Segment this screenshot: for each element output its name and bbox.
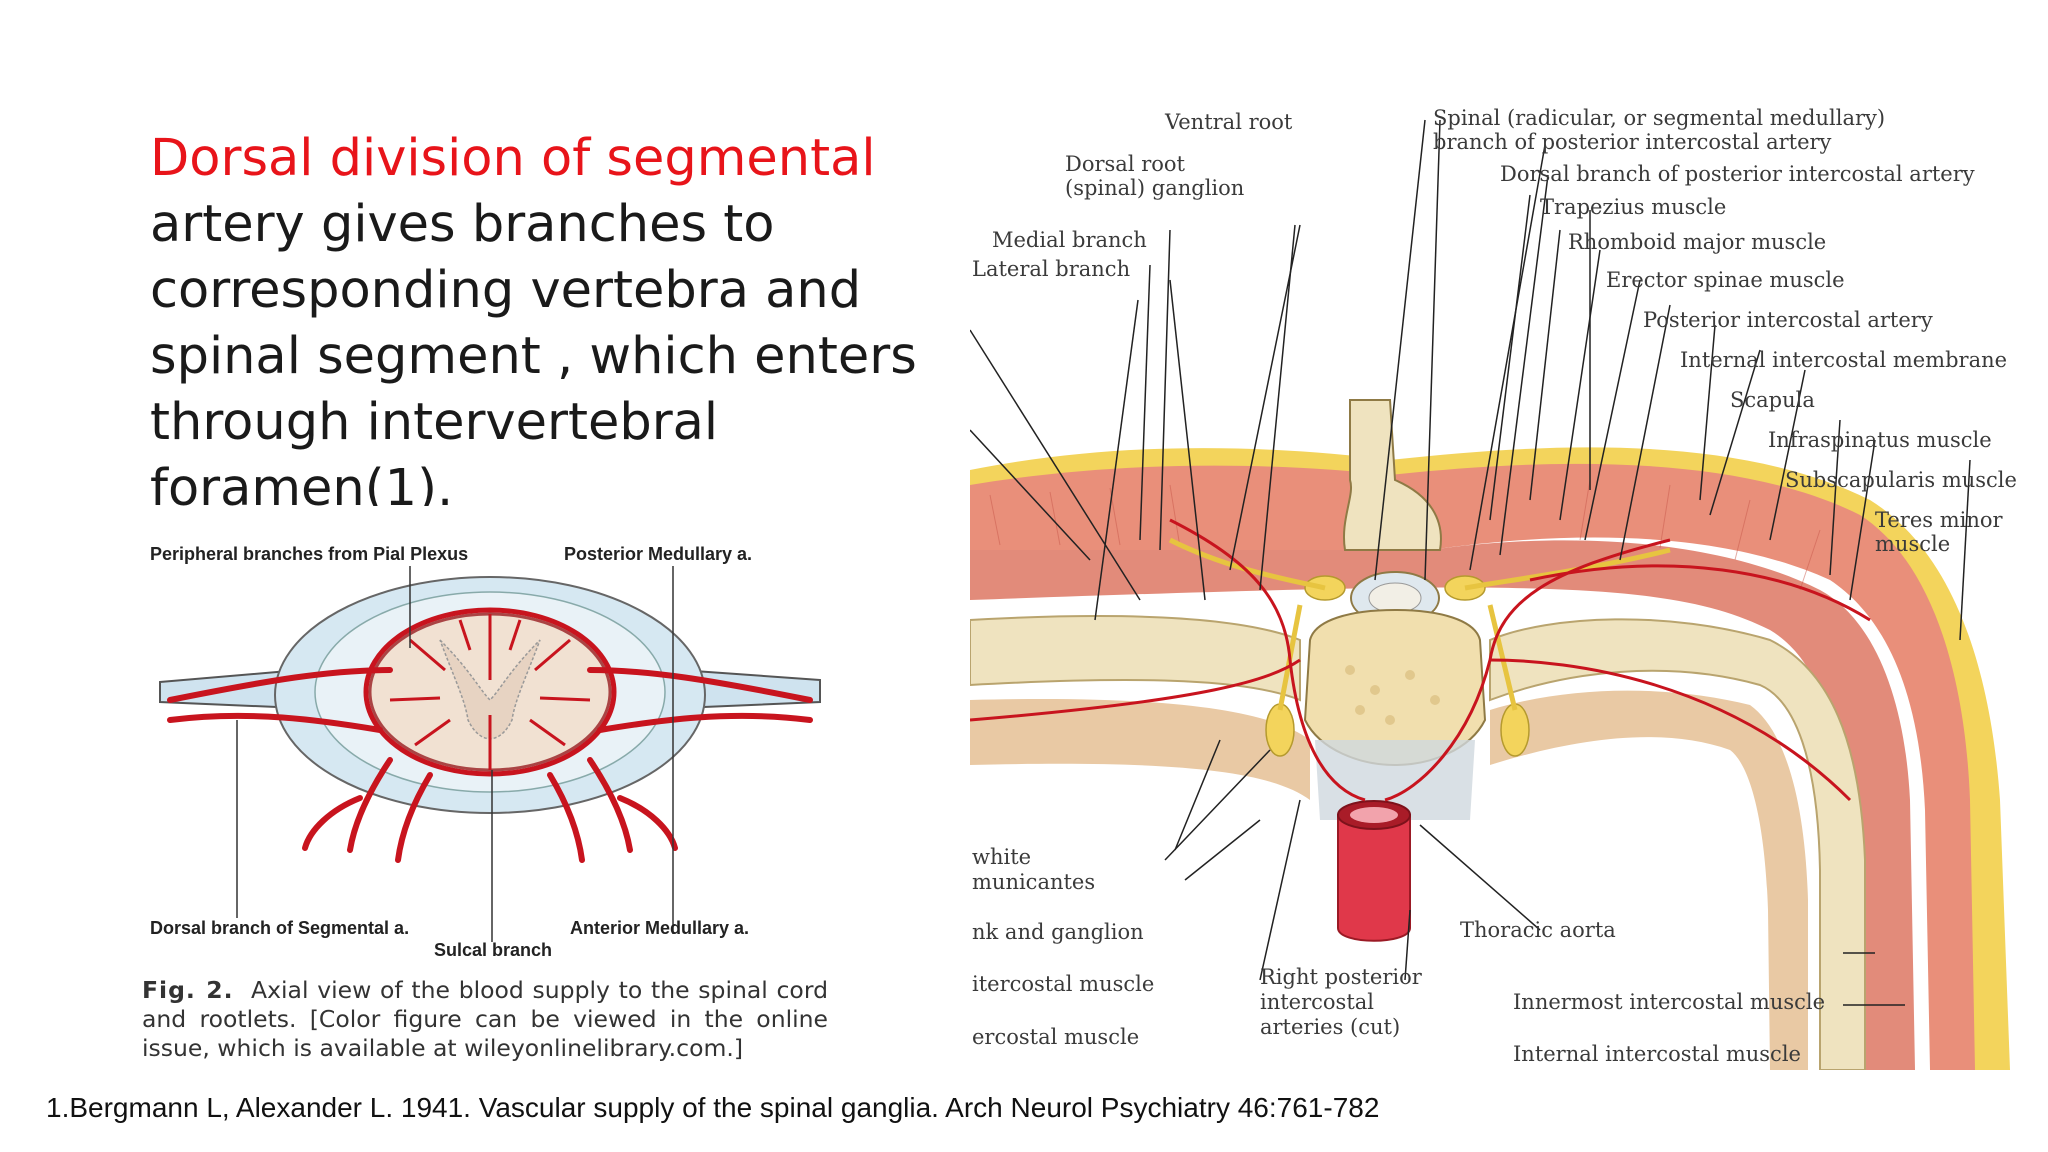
label-spinal-branch-2: branch of posterior intercostal artery	[1433, 130, 1832, 154]
label-rhomboid: Rhomboid major muscle	[1568, 230, 1827, 254]
label-internal-intercostal-membrane: Internal intercostal membrane	[1680, 348, 2008, 372]
figure-caption: Fig. 2. Axial view of the blood supply t…	[142, 976, 828, 1063]
axial-blood-supply-figure: Peripheral branches from Pial Plexus Pos…	[140, 530, 840, 980]
spinal-cord-diagram	[159, 566, 821, 942]
label-sulcal-branch: Sulcal branch	[434, 940, 553, 960]
label-white-rami: white	[972, 845, 1032, 869]
label-peripheral-branches: Peripheral branches from Pial Plexus	[150, 544, 469, 564]
label-medial-branch: Medial branch	[992, 228, 1147, 252]
label-infraspinatus: Infraspinatus muscle	[1768, 428, 1992, 452]
bullet-text: • Dorsal division of segmental artery gi…	[150, 126, 940, 506]
label-innermost-intercostal: Innermost intercostal muscle	[1513, 990, 1826, 1014]
bullet-line: foramen(1).	[150, 459, 454, 506]
label-lateral-branch: Lateral branch	[972, 257, 1131, 281]
label-dorsal-root-ganglion: (spinal) ganglion	[1065, 176, 1245, 200]
label-intercostal-muscle: itercostal muscle	[972, 972, 1155, 996]
bullet-line: spinal segment , which enters	[150, 327, 917, 386]
label-thoracic-aorta: Thoracic aorta	[1460, 918, 1616, 942]
label-intercostal-muscle-2: ercostal muscle	[972, 1025, 1140, 1049]
label-trapezius: Trapezius muscle	[1540, 195, 1727, 219]
bullet-highlight: Dorsal division of segmental	[150, 129, 876, 188]
cross-section-illustration	[970, 119, 2010, 1070]
label-right-posterior: Right posterior	[1260, 965, 1422, 989]
bullet-line: through intervertebral	[150, 393, 719, 452]
label-posterior-intercostal-artery: Posterior intercostal artery	[1643, 308, 1933, 332]
label-dorsal-root: Dorsal root	[1065, 152, 1185, 176]
label-scapula: Scapula	[1730, 388, 1815, 412]
label-erector-spinae: Erector spinae muscle	[1606, 268, 1845, 292]
bullet-line: artery gives branches to	[150, 195, 775, 254]
label-anterior-medullary: Anterior Medullary a.	[570, 918, 750, 938]
reference-citation: 1.Bergmann L, Alexander L. 1941. Vascula…	[46, 1092, 1380, 1123]
caption-fig-number: Fig. 2.	[142, 976, 234, 1004]
caption-text: Axial view of the blood supply to the sp…	[142, 976, 828, 1062]
label-spinal-branch: Spinal (radicular, or segmental medullar…	[1433, 106, 1886, 130]
label-trunk-ganglion: nk and ganglion	[972, 920, 1144, 944]
bullet-line: corresponding vertebra and	[150, 261, 862, 320]
label-teres-minor: Teres minor	[1875, 508, 2003, 532]
label-ventral-root: Ventral root	[1165, 110, 1293, 134]
label-right-posterior-3: arteries (cut)	[1260, 1015, 1401, 1039]
label-internal-intercostal-muscle: Internal intercostal muscle	[1513, 1042, 1801, 1066]
thoracic-cross-section-figure: Ventral root Dorsal root (spinal) gangli…	[970, 100, 2020, 1070]
label-dorsal-branch: Dorsal branch of Segmental a.	[150, 918, 410, 938]
label-right-posterior-2: intercostal	[1260, 990, 1375, 1014]
label-dorsal-branch-intercostal: Dorsal branch of posterior intercostal a…	[1500, 162, 1975, 186]
label-posterior-medullary: Posterior Medullary a.	[564, 544, 753, 564]
label-white-rami-2: municantes	[972, 870, 1096, 894]
label-teres-minor-2: muscle	[1875, 532, 1951, 556]
label-subscapularis: Subscapularis muscle	[1785, 468, 2017, 492]
